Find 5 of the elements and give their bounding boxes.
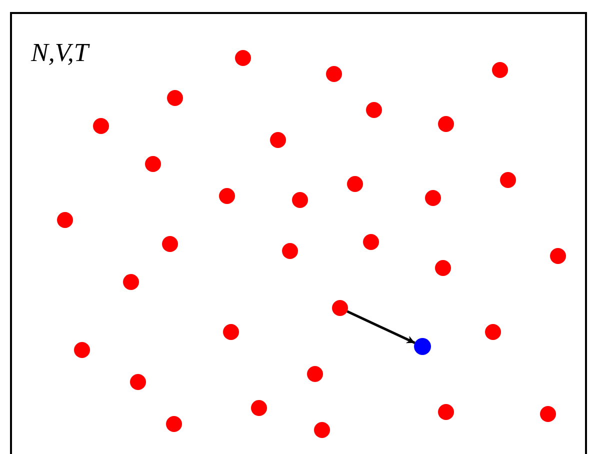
simulation-box — [10, 12, 587, 454]
particle-dot — [332, 300, 348, 316]
highlighted-particle-dot — [414, 338, 431, 355]
arrow — [346, 310, 416, 344]
ensemble-label: N,V,T — [31, 38, 88, 68]
